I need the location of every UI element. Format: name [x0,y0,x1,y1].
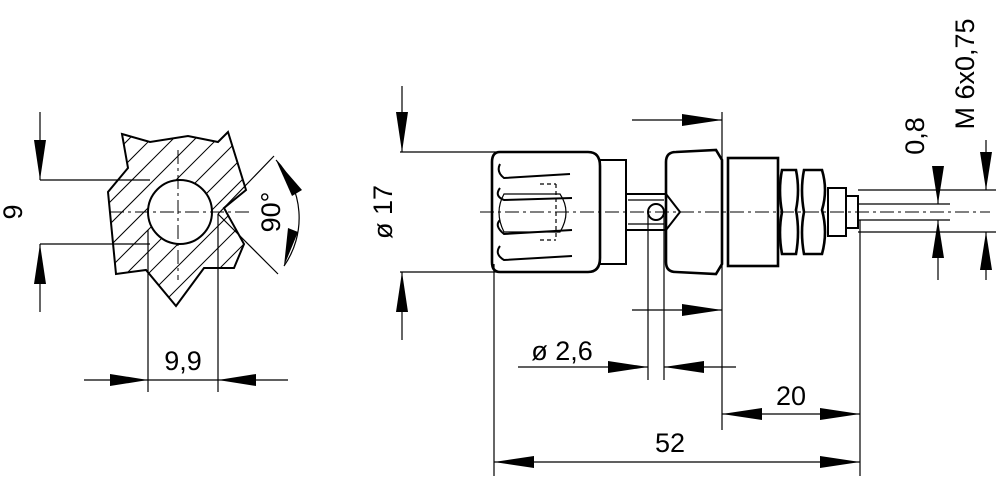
dim-thread-length-label: 20 [776,381,806,411]
dim-flat-width: 9,9 [84,214,288,392]
body-collar [664,148,724,276]
dim-overall-length: 52 [493,264,860,476]
cross-section-view [106,130,250,308]
dim-flat-height: 9 [0,112,150,312]
dim-pin-diameter-label: ø 2,6 [531,336,593,366]
dim-flat-height-label: 9 [0,204,28,219]
hex-nuts [778,168,950,256]
dim-washer: 0,8 [858,117,996,280]
dim-pin-diameter: ø 2,6 [518,212,736,380]
dim-overall-length-label: 52 [655,428,685,458]
dim-head-diameter-label: ø 17 [368,185,398,239]
dim-angle: 90° [217,155,302,275]
dim-thread-spec-label: M 6x0,75 [950,18,980,129]
section-outline [106,130,248,308]
dim-thread-spec: M 6x0,75 [950,18,992,280]
side-view [480,148,990,276]
dim-washer-label: 0,8 [900,117,930,155]
dim-collar-reference [632,112,723,430]
dim-flat-width-label: 9,9 [164,346,202,376]
dim-thread-length: 20 [722,220,861,476]
insulator [726,156,780,268]
dim-angle-label: 90° [256,192,286,233]
dim-head-diameter: ø 17 [368,86,592,340]
